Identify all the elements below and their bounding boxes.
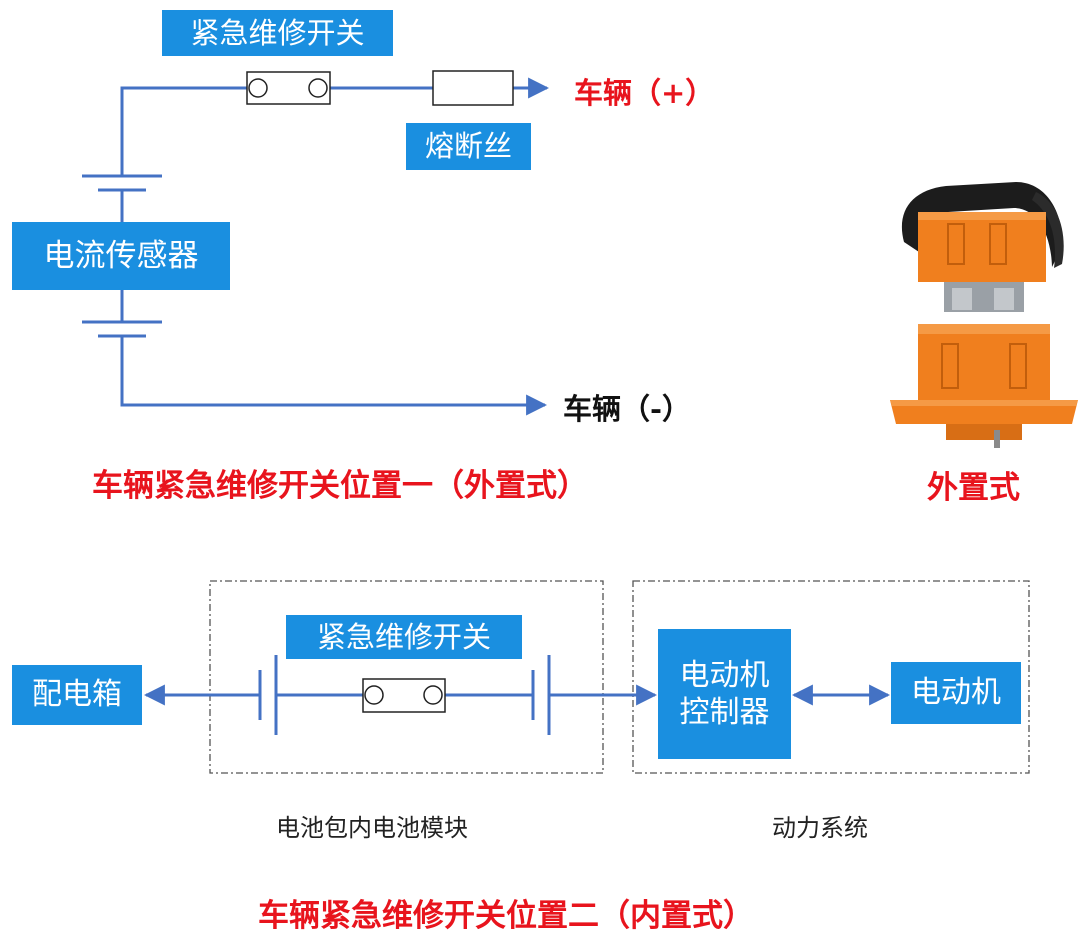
motor-box: 电动机 xyxy=(891,662,1021,724)
plug-upper xyxy=(918,212,1046,282)
socket-lower xyxy=(918,324,1050,404)
fuse-label: 熔断丝 xyxy=(406,123,531,170)
controller-line-1: 电动机 xyxy=(679,657,770,693)
top-switch-symbol xyxy=(246,71,331,105)
external-switch-photo xyxy=(890,182,1078,448)
motor-controller-box: 电动机 控制器 xyxy=(658,629,791,759)
current-sensor-box: 电流传感器 xyxy=(12,222,230,290)
vehicle-negative-label: 车辆（-） xyxy=(563,392,692,426)
top-switch-label: 紧急维修开关 xyxy=(162,10,393,56)
power-group-label: 动力系统 xyxy=(772,814,868,842)
bottom-caption: 车辆紧急维修开关位置二（内置式） xyxy=(258,898,754,934)
top-wire-negative xyxy=(120,336,548,416)
bottom-circuit xyxy=(143,655,891,735)
battery-group-frame xyxy=(209,580,604,774)
photo-caption: 外置式 xyxy=(927,470,1020,506)
bottom-switch-label: 紧急维修开关 xyxy=(286,615,522,659)
fuse-symbol xyxy=(432,70,514,106)
distribution-box: 配电箱 xyxy=(12,665,142,725)
battery-group-label: 电池包内电池模块 xyxy=(276,814,468,842)
power-group-frame xyxy=(632,580,1030,774)
bottom-switch-symbol xyxy=(362,678,446,713)
switch-handle xyxy=(901,182,1063,267)
vehicle-positive-label: 车辆（+） xyxy=(574,76,715,110)
top-circuit xyxy=(82,77,550,416)
controller-line-2: 控制器 xyxy=(679,695,770,730)
top-wire-upper xyxy=(120,86,247,176)
top-caption: 车辆紧急维修开关位置一（外置式） xyxy=(92,468,588,504)
